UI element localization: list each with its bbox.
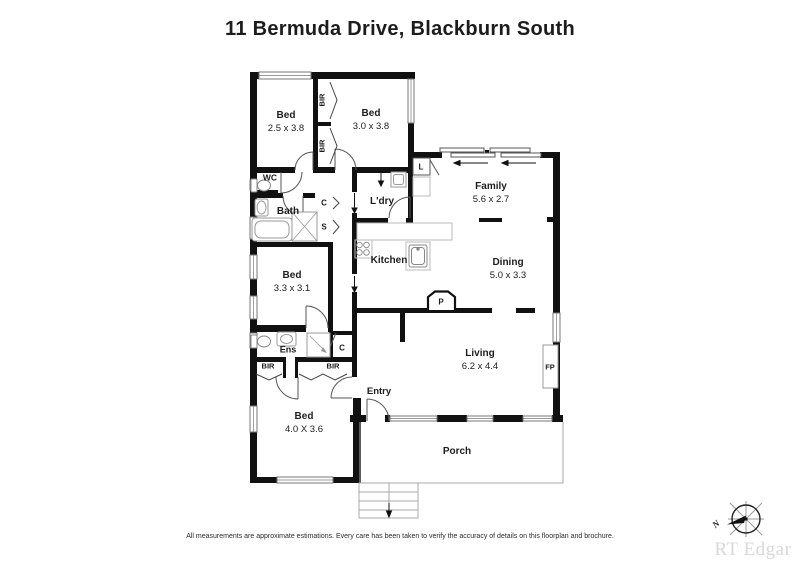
bir-label-2: BIR xyxy=(317,139,327,153)
linen-closet-box xyxy=(412,157,431,176)
fireplace-box xyxy=(542,344,559,389)
toilet-wc xyxy=(250,178,271,193)
bath-basin xyxy=(254,198,269,217)
room-label-ensuite: Ens xyxy=(279,344,297,355)
ens-basin xyxy=(276,331,297,347)
bir-label-3: BIR xyxy=(261,361,275,371)
room-label-wc: WC xyxy=(262,172,278,183)
fireplace-label: FP xyxy=(545,362,555,372)
cupboard-label-bath: C xyxy=(321,198,327,208)
cupboard-label-entry: C xyxy=(339,343,345,353)
bathtub xyxy=(251,217,293,242)
toilet-ens xyxy=(250,334,271,349)
page-title: 11 Bermuda Drive, Blackburn South xyxy=(225,18,575,40)
storage-label-s: S xyxy=(321,222,327,232)
room-label-living: Living 6.2 x 4.4 xyxy=(461,347,499,372)
disclaimer-text: All measurements are approximate estimat… xyxy=(186,533,614,540)
room-label-entry: Entry xyxy=(366,386,392,398)
kitchen-sink xyxy=(408,244,428,268)
room-label-bath: Bath xyxy=(276,205,300,217)
pantry-box xyxy=(426,290,457,310)
shower-ens xyxy=(306,332,331,358)
bir-label-1: BIR xyxy=(317,93,327,107)
fixtures-layer xyxy=(250,157,559,389)
compass-icon xyxy=(727,501,764,537)
bir-label-4: BIR xyxy=(326,361,340,371)
room-label-dining: Dining 5.0 x 3.3 xyxy=(489,256,527,281)
hall-bench xyxy=(412,176,431,197)
room-label-laundry: L'dry xyxy=(369,195,395,207)
cooktop xyxy=(356,241,370,256)
room-label-porch: Porch xyxy=(442,445,472,457)
room-label-bed1: Bed 2.5 x 3.8 xyxy=(267,109,305,134)
steps-arrow xyxy=(385,503,393,519)
room-label-bed2: Bed 3.0 x 3.8 xyxy=(352,107,390,132)
room-label-kitchen: Kitchen xyxy=(370,254,408,266)
agency-logo-text: RT Edgar xyxy=(714,539,792,560)
linen-label: L xyxy=(418,162,424,172)
pantry-label: P xyxy=(438,297,444,307)
sliding-door-arrows xyxy=(452,159,536,167)
bifold-doors-layer xyxy=(255,81,348,381)
room-label-bed3: Bed 3.3 x 3.1 xyxy=(273,269,311,294)
compass-needle xyxy=(727,515,746,525)
room-label-bed4: Bed 4.0 X 3.6 xyxy=(284,410,324,435)
porch-outline xyxy=(359,422,564,484)
shower-bath xyxy=(291,211,318,242)
window-midlines xyxy=(253,75,557,481)
doors-layer xyxy=(275,148,440,422)
laundry-trough xyxy=(390,171,407,188)
room-label-family: Family 5.6 x 2.7 xyxy=(472,180,510,205)
sliding-doors xyxy=(439,147,542,158)
slider-arrows xyxy=(351,170,385,294)
kitchen-bench xyxy=(354,222,453,271)
